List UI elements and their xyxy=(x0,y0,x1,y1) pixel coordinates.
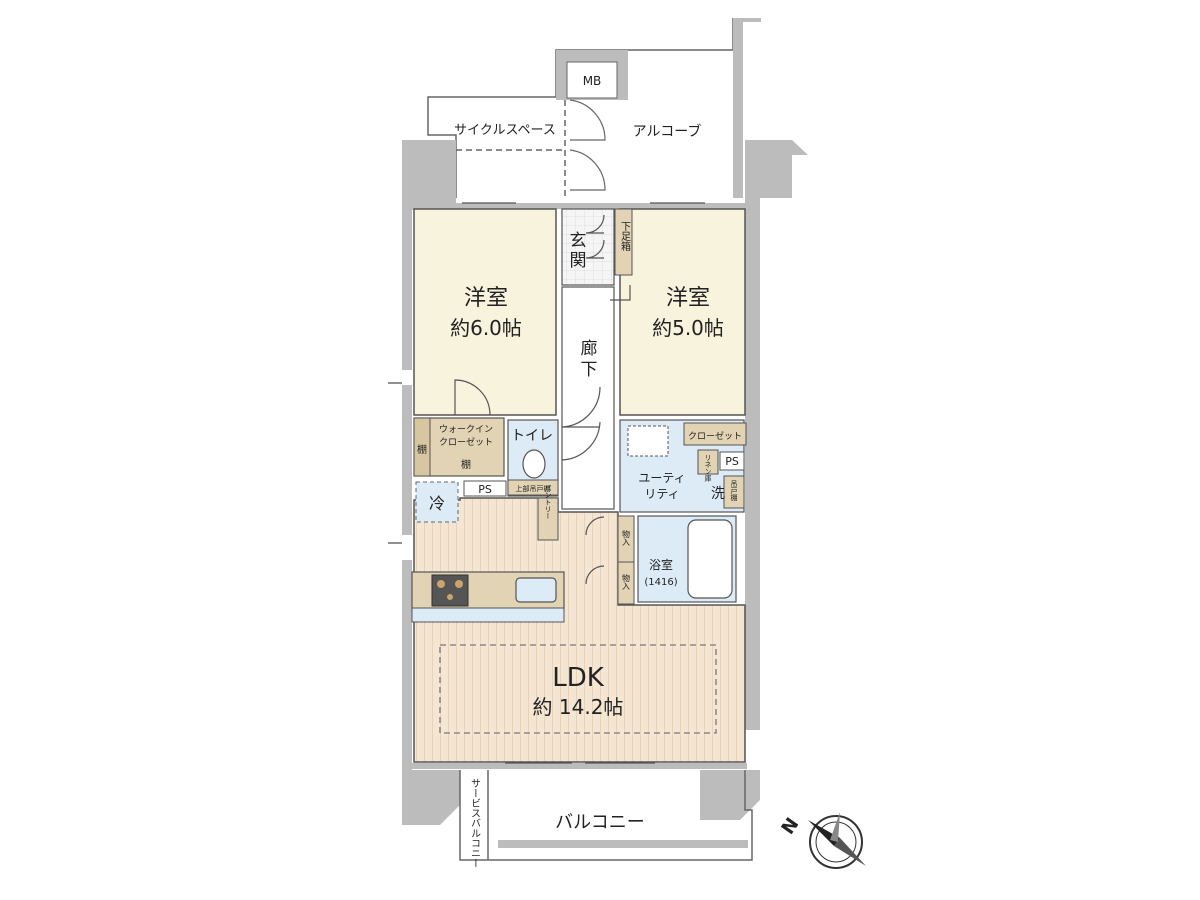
hanging-cabinet xyxy=(723,475,745,509)
balcony-label: バルコニー xyxy=(555,812,645,833)
toilet-shelf-label: 上部吊戸棚 xyxy=(516,484,551,493)
genkan-label-1: 玄 xyxy=(570,231,587,251)
windows xyxy=(388,202,705,764)
ps-right xyxy=(719,451,745,471)
western-room-2-title: 洋室 xyxy=(666,286,710,311)
shelf-bottom-label: 棚 xyxy=(461,458,471,471)
toilet-shelf xyxy=(507,479,559,496)
walls xyxy=(402,140,808,825)
hanging-label: 吊戸棚 xyxy=(730,480,738,502)
ldk-label: LDK xyxy=(552,663,605,693)
closet-label: クローゼット xyxy=(688,430,742,442)
walkin-label-2: クローゼット xyxy=(439,436,493,448)
linen-label: リネン庫 xyxy=(704,454,712,483)
walkin-shelf-left xyxy=(413,417,431,477)
shoe-box-label: 下足箱 xyxy=(619,221,631,252)
door-swings xyxy=(454,214,631,585)
compass-north-label: N xyxy=(777,814,803,838)
sink-icon xyxy=(515,577,557,603)
western-room-1 xyxy=(413,208,557,416)
genkan-label-2: 関 xyxy=(570,251,587,271)
cycle-space-label: サイクルスペース xyxy=(454,123,556,138)
ps-left xyxy=(463,480,507,497)
compass xyxy=(808,812,866,869)
utility-label-2: リティ xyxy=(644,487,679,501)
stove-icon xyxy=(431,574,469,607)
western-room-2 xyxy=(619,208,746,416)
shoe-box xyxy=(614,208,633,276)
storage-1-label: 物入 xyxy=(622,529,631,546)
ps-right-label: PS xyxy=(725,455,739,468)
washbasin xyxy=(627,425,669,457)
utility-label-1: ユーティ xyxy=(638,471,685,485)
balcony xyxy=(459,770,753,861)
mb-label: MB xyxy=(583,74,602,88)
shelf-left-label: 棚 xyxy=(417,443,427,456)
corridor-label-1: 廊 xyxy=(581,339,598,359)
corridor-label-2: 下 xyxy=(581,360,598,380)
bathtub-icon xyxy=(687,519,733,599)
western-room-2-size: 約5.0帖 xyxy=(652,316,724,340)
ldk-floor xyxy=(413,497,746,763)
walkin-label-1: ウォークイン xyxy=(439,424,493,435)
ldk-rug-outline xyxy=(439,644,717,734)
storage-2 xyxy=(617,561,635,605)
kitchen-counter-front xyxy=(411,607,565,623)
ldk-size-label: 約 14.2帖 xyxy=(533,695,624,719)
fridge-space xyxy=(415,481,459,523)
ps-left-label: PS xyxy=(478,483,492,496)
western-room-1-size: 約6.0帖 xyxy=(450,316,522,340)
western-room-1-title: 洋室 xyxy=(464,286,508,311)
alcove-label: アルコーブ xyxy=(633,123,702,140)
pantry-label: パントリー xyxy=(544,485,552,520)
wash-label: 洗 xyxy=(711,486,725,502)
bath-size-label: (1416) xyxy=(644,577,677,588)
bath-label: 浴室 xyxy=(649,557,673,572)
service-balcony-label: サービスバルコニー xyxy=(469,778,481,868)
corridor xyxy=(561,286,615,510)
genkan xyxy=(561,208,615,286)
utility-closet xyxy=(683,422,747,446)
entrance-area xyxy=(427,18,761,198)
toilet-label: トイレ xyxy=(511,428,553,444)
toilet-bowl-icon xyxy=(522,449,546,479)
fridge-label: 冷 xyxy=(429,494,445,513)
storage-2-label: 物入 xyxy=(622,573,631,590)
pantry xyxy=(537,497,559,541)
linen-storage xyxy=(697,449,719,475)
